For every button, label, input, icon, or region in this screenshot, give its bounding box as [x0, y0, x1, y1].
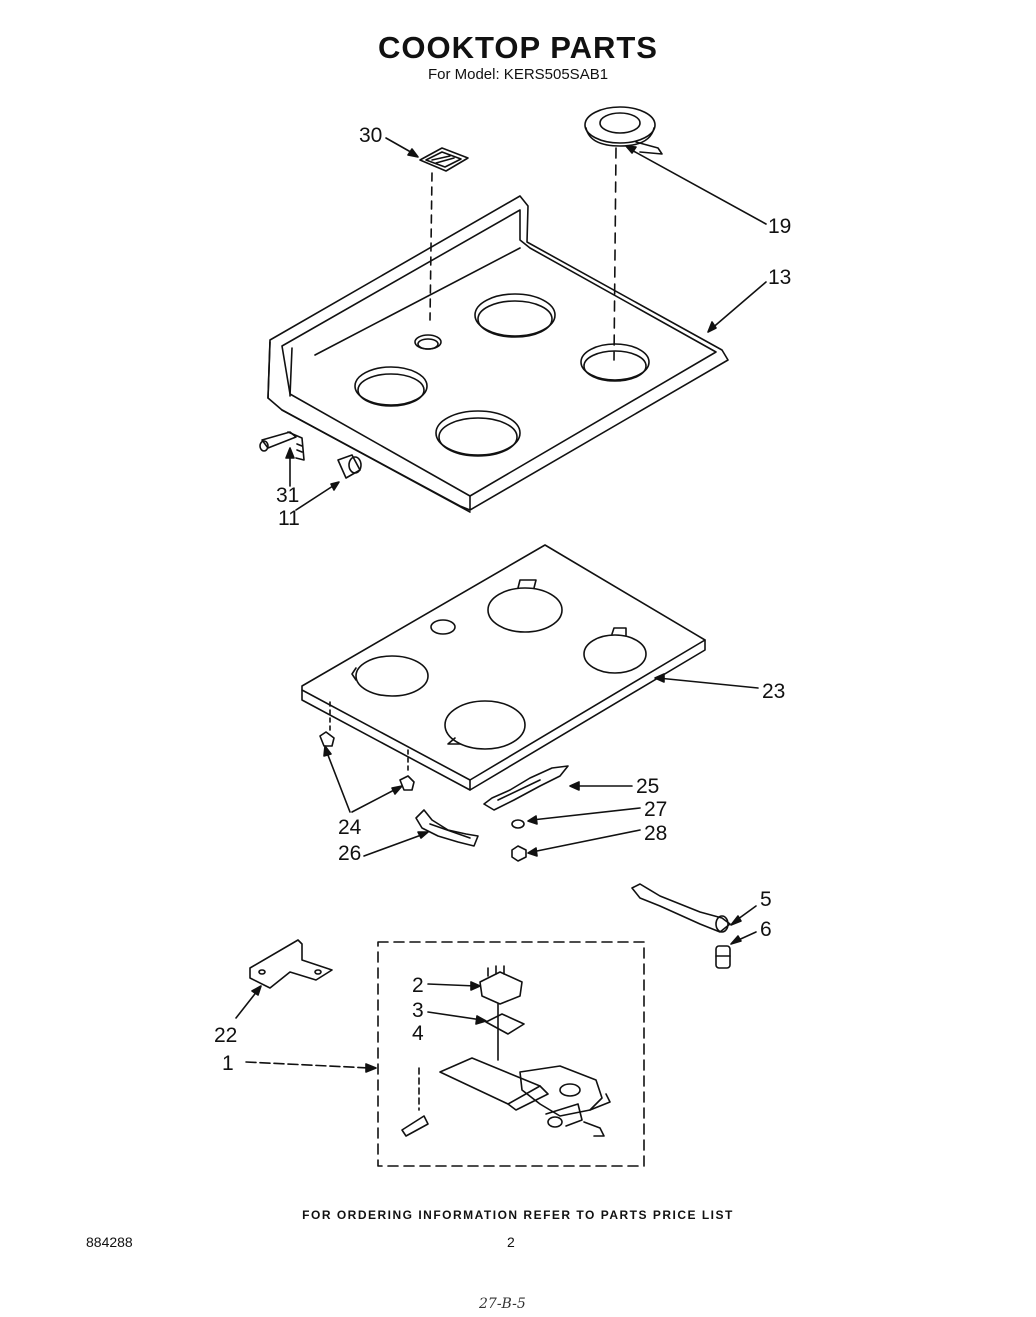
- callout-5: 5: [760, 888, 772, 911]
- part-23-subtop: [301, 544, 706, 791]
- callout-25: 25: [636, 775, 659, 798]
- part-22-mounting-bracket: [249, 939, 333, 989]
- part-6-indicator-light: [715, 945, 731, 969]
- callout-3: 3: [412, 999, 424, 1022]
- part-28-nut: [511, 845, 527, 862]
- leader-lines: [235, 137, 767, 1073]
- part-4-small-part: [401, 1067, 429, 1137]
- part-19-surface-element: [584, 106, 663, 361]
- page-title: COOKTOP PARTS: [378, 30, 658, 65]
- handwritten-note: 27-B-5: [479, 1296, 526, 1312]
- callout-24: 24: [338, 816, 362, 839]
- cooktop-frame: [267, 195, 729, 513]
- part-25-bracket: [483, 765, 569, 811]
- part-5-bracket: [631, 883, 731, 933]
- callout-30: 30: [359, 124, 382, 147]
- part-3-plate: [485, 1013, 525, 1035]
- callout-2: 2: [412, 974, 424, 997]
- callout-labels: 30 19 13 31 11 23 25 27 28 24 26 5 6 2 3…: [214, 124, 791, 1075]
- callout-23: 23: [762, 680, 785, 703]
- part-27-washer: [511, 819, 525, 829]
- part-30-lens: [419, 147, 469, 321]
- callout-11: 11: [278, 507, 300, 530]
- document-number: 884288: [86, 1234, 133, 1250]
- part-2-switch: [479, 965, 523, 1061]
- callout-4: 4: [412, 1022, 424, 1045]
- part-31-terminal-block: [259, 431, 305, 461]
- callout-1: 1: [222, 1052, 234, 1075]
- part-11-grommet: [337, 454, 362, 479]
- part-1-switch-assembly: [439, 1057, 611, 1137]
- part-1-switch-assembly-box: [377, 941, 645, 1167]
- callout-31: 31: [276, 484, 299, 507]
- model-subtitle: For Model: KERS505SAB1: [427, 66, 609, 83]
- callout-19: 19: [768, 215, 791, 238]
- callout-6: 6: [760, 918, 772, 941]
- callout-22: 22: [214, 1024, 237, 1047]
- callout-28: 28: [644, 822, 667, 845]
- callout-27: 27: [644, 798, 667, 821]
- callout-13: 13: [768, 266, 791, 289]
- part-26-bracket: [415, 809, 479, 847]
- part-24-clips: [319, 731, 415, 791]
- callout-26: 26: [338, 842, 361, 865]
- ordering-note: FOR ORDERING INFORMATION REFER TO PARTS …: [302, 1208, 734, 1222]
- page-number: 2: [507, 1234, 515, 1250]
